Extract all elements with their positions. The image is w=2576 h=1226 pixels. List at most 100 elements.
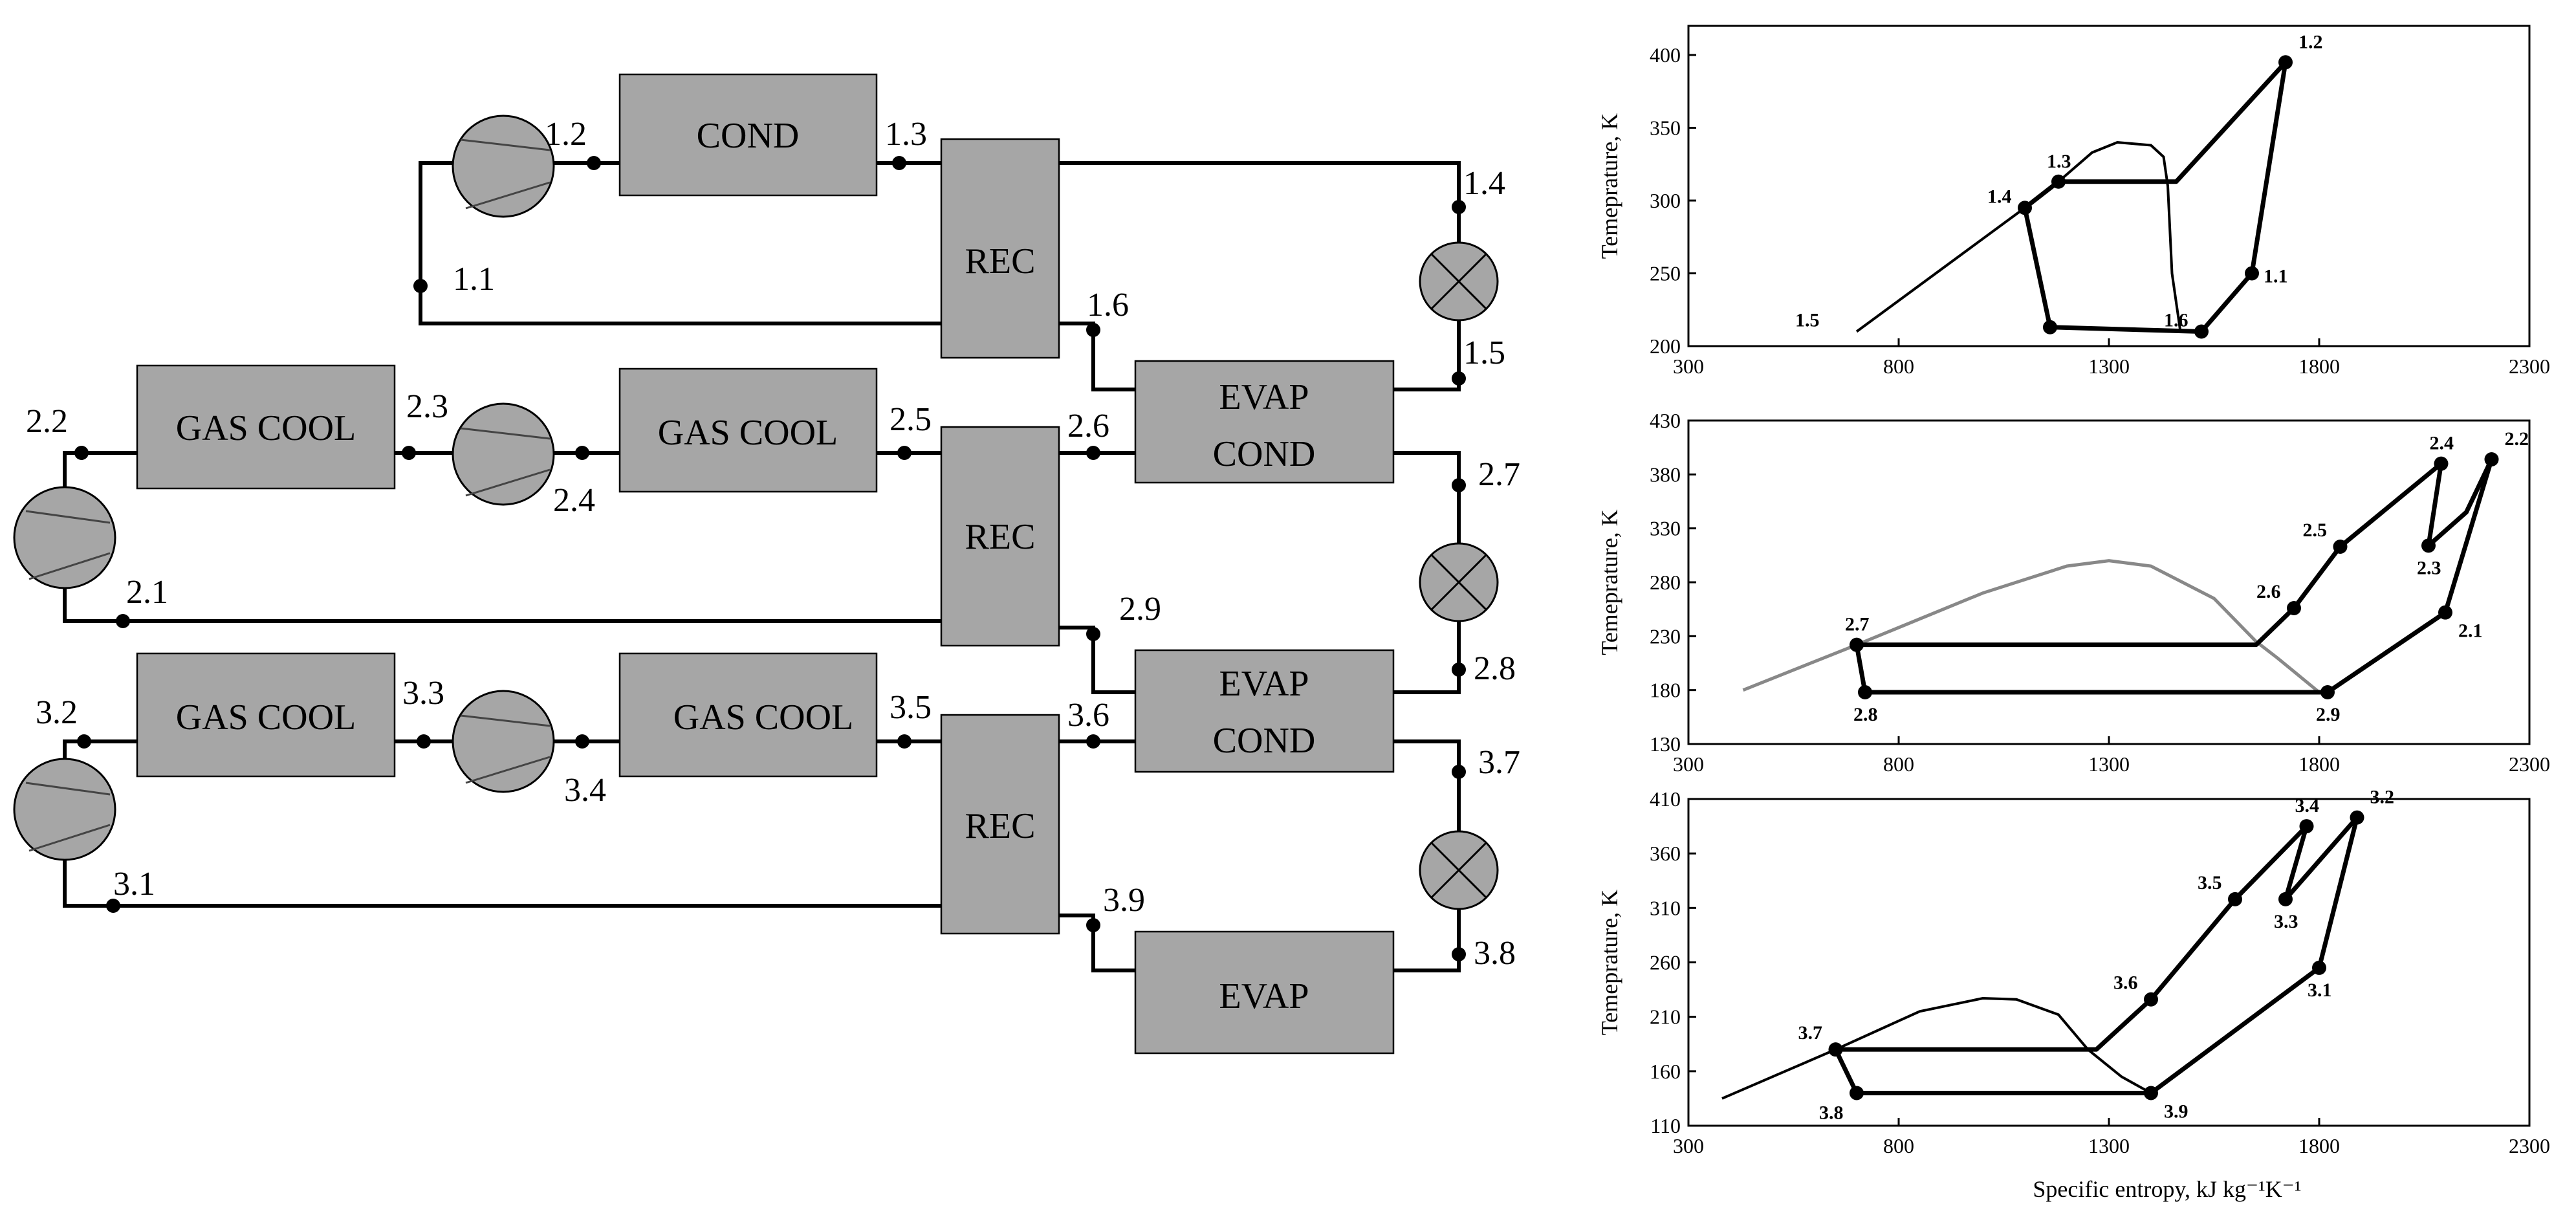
state-label-3.7: 3.7 (1478, 744, 1520, 781)
gas-cooler-2a-label: GAS COOL (176, 408, 356, 448)
state-label-2.5: 2.5 (890, 401, 932, 438)
y-tick-label: 260 (1650, 951, 1681, 974)
state-point-label-3.8: 3.8 (1819, 1102, 1844, 1124)
state-point-label-1.4: 1.4 (1987, 186, 2012, 207)
expansion-valve-2 (1419, 542, 1499, 622)
state-point-2.1 (2438, 605, 2452, 620)
x-tick-label: 800 (1883, 1134, 1914, 1157)
state-point-label-2.6: 2.6 (2256, 581, 2281, 602)
recuperator-3-box (940, 714, 1060, 935)
x-tick-label: 300 (1673, 1134, 1704, 1157)
state-label-1.5: 1.5 (1463, 334, 1505, 371)
y-axis-label: Temeprature, K (1597, 890, 1622, 1035)
saturation-dome-line (1721, 997, 2152, 1100)
compressor-2-high (452, 402, 555, 506)
state-point-2.9 (2320, 685, 2335, 699)
state-point-label-1.6: 1.6 (2164, 310, 2189, 331)
y-tick-label: 350 (1650, 116, 1681, 140)
x-tick-label: 2300 (2509, 1134, 2550, 1157)
y-tick-label: 280 (1650, 571, 1681, 594)
compressor-3-low (13, 758, 116, 861)
state-point-label-3.1: 3.1 (2308, 980, 2332, 1001)
y-tick-label: 230 (1650, 624, 1681, 648)
y-tick-label: 210 (1650, 1005, 1681, 1029)
state-label-1.1: 1.1 (453, 261, 495, 298)
x-tick-label: 1300 (2088, 752, 2130, 776)
state-labels: 1.1 1.2 1.3 1.4 1.5 1.6 2.1 2.2 2.3 2.4 … (26, 116, 1520, 972)
state-dots (74, 156, 1466, 961)
recuperator-1-box (940, 138, 1060, 359)
state-point-2.7 (1850, 637, 1864, 652)
state-point-label-1.2: 1.2 (2298, 31, 2323, 52)
state-point-label-2.8: 2.8 (1853, 704, 1878, 725)
state-point-3.5 (2228, 892, 2242, 906)
y-axis-label: Temeprature, K (1597, 509, 1622, 655)
plot-frame (1687, 798, 2531, 1127)
recuperator-2-box (940, 426, 1060, 647)
x-tick-label: 300 (1673, 752, 1704, 776)
state-point-3.1 (2312, 960, 2326, 975)
state-label-3.9: 3.9 (1103, 882, 1145, 919)
y-tick-label: 360 (1650, 842, 1681, 865)
state-point-label-2.3: 2.3 (2417, 557, 2441, 578)
state-point-label-3.3: 3.3 (2274, 911, 2298, 932)
state-point-3.2 (2350, 810, 2364, 825)
compressor-1 (452, 115, 555, 218)
state-label-3.6: 3.6 (1067, 697, 1109, 734)
state-label-3.2: 3.2 (36, 694, 78, 731)
state-label-2.3: 2.3 (406, 388, 448, 425)
state-label-3.8: 3.8 (1474, 935, 1516, 972)
x-tick-label: 300 (1673, 355, 1704, 378)
state-point-1.1 (2245, 266, 2259, 281)
state-point-label-2.5: 2.5 (2303, 520, 2328, 541)
expansion-valve-1 (1419, 241, 1499, 322)
gas-cooler-3a-label: GAS COOL (176, 697, 356, 738)
state-label-1.6: 1.6 (1087, 287, 1129, 323)
y-tick-label: 110 (1650, 1114, 1681, 1137)
state-point-label-2.7: 2.7 (1845, 614, 1870, 635)
state-point-3.7 (1828, 1042, 1843, 1057)
evaporator-condenser-2-label-bottom: COND (1213, 721, 1316, 761)
loop-1-pipes (419, 161, 1461, 391)
state-point-label-3.6: 3.6 (2113, 972, 2138, 994)
y-tick-label: 400 (1650, 43, 1681, 67)
state-label-1.2: 1.2 (545, 116, 587, 153)
state-label-1.3: 1.3 (885, 116, 927, 153)
saturation-dome-line (1855, 140, 2182, 333)
compressor-3-high (452, 690, 555, 793)
x-tick-label: 1800 (2298, 1134, 2340, 1157)
state-label-3.3: 3.3 (402, 675, 444, 712)
y-tick-label: 250 (1650, 262, 1681, 285)
state-label-2.7: 2.7 (1478, 456, 1520, 493)
state-point-3.3 (2278, 892, 2293, 906)
state-point-2.5 (2333, 540, 2348, 554)
y-tick-label: 310 (1650, 896, 1681, 919)
state-label-2.9: 2.9 (1119, 591, 1161, 628)
cycle-line (1833, 815, 2359, 1095)
gas-cooler-3b-label: GAS COOL (673, 697, 853, 738)
expansion-valve-3 (1419, 830, 1499, 910)
state-label-3.1: 3.1 (113, 866, 155, 903)
state-label-2.4: 2.4 (553, 482, 595, 519)
evaporator-label: EVAP (1219, 976, 1309, 1016)
x-tick-label: 800 (1883, 752, 1914, 776)
state-point-label-3.2: 3.2 (2370, 787, 2395, 808)
evaporator-condenser-2-label-top: EVAP (1219, 664, 1309, 704)
gas-cooler-2b-box (618, 367, 878, 493)
x-tick-label: 2300 (2509, 355, 2550, 378)
state-label-2.2: 2.2 (26, 403, 68, 440)
state-point-3.4 (2299, 819, 2314, 834)
state-point-label-1.5: 1.5 (1795, 310, 1820, 331)
state-point-label-3.9: 3.9 (2164, 1101, 2189, 1122)
state-point-label-2.9: 2.9 (2316, 704, 2341, 725)
gas-cooler-2b-label: GAS COOL (658, 413, 838, 453)
state-point-3.9 (2144, 1086, 2158, 1100)
x-tick-label: 800 (1883, 355, 1914, 378)
condenser-box (618, 73, 878, 197)
state-point-label-3.7: 3.7 (1798, 1022, 1823, 1044)
